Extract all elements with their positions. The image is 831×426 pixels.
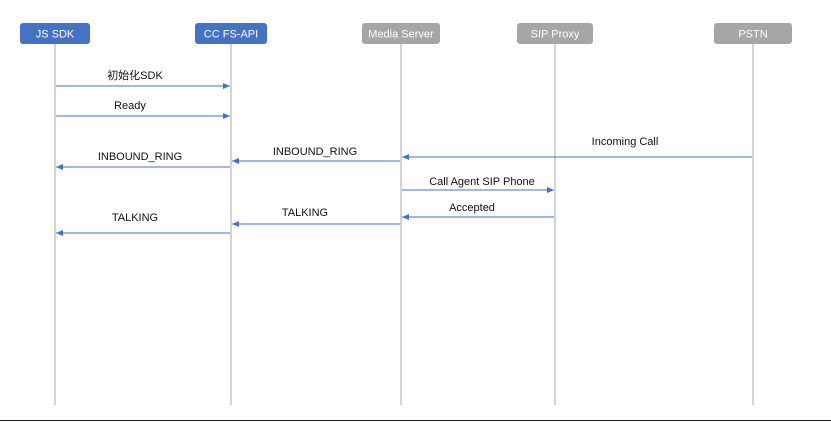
actor-sipproxy: SIP Proxy — [517, 23, 593, 44]
actor-label-jssdk: JS SDK — [36, 28, 75, 40]
actors: JS SDK CC FS-API Media Server SIP Proxy PSTN — [20, 23, 792, 44]
message-label: Accepted — [449, 202, 495, 214]
message-label: TALKING — [282, 207, 328, 219]
message-4: INBOUND_RING — [56, 151, 230, 170]
message-0: 初始化SDK — [56, 68, 230, 89]
message-5: Call Agent SIP Phone — [402, 176, 554, 193]
message-8: TALKING — [56, 212, 230, 236]
actor-jssdk: JS SDK — [20, 23, 90, 44]
actor-label-pstn: PSTN — [738, 28, 767, 40]
actor-pstn: PSTN — [714, 23, 792, 44]
message-label: Ready — [114, 100, 146, 112]
message-label: TALKING — [112, 212, 158, 224]
actor-label-ccfsapi: CC FS-API — [204, 28, 258, 40]
message-label: INBOUND_RING — [98, 151, 182, 163]
actor-box-media — [362, 23, 440, 44]
actor-ccfsapi: CC FS-API — [195, 23, 267, 44]
message-label: INBOUND_RING — [273, 146, 357, 158]
message-3: INBOUND_RING — [232, 146, 400, 164]
message-label: Call Agent SIP Phone — [429, 176, 535, 188]
actor-media: Media Server — [362, 23, 440, 44]
actor-box-ccfsapi — [195, 23, 267, 44]
actor-box-sipproxy — [517, 23, 593, 44]
message-1: Ready — [56, 100, 230, 119]
lifelines — [54, 44, 754, 405]
message-7: TALKING — [232, 207, 400, 227]
bottom-divider — [0, 420, 831, 421]
actor-box-pstn — [714, 23, 792, 44]
message-2: Incoming Call — [402, 136, 752, 160]
message-label: Incoming Call — [592, 136, 659, 148]
actor-box-jssdk — [20, 23, 90, 44]
actor-label-media: Media Server — [368, 28, 434, 40]
message-6: Accepted — [402, 202, 554, 220]
message-label: 初始化SDK — [107, 68, 163, 82]
actor-label-sipproxy: SIP Proxy — [531, 28, 580, 40]
